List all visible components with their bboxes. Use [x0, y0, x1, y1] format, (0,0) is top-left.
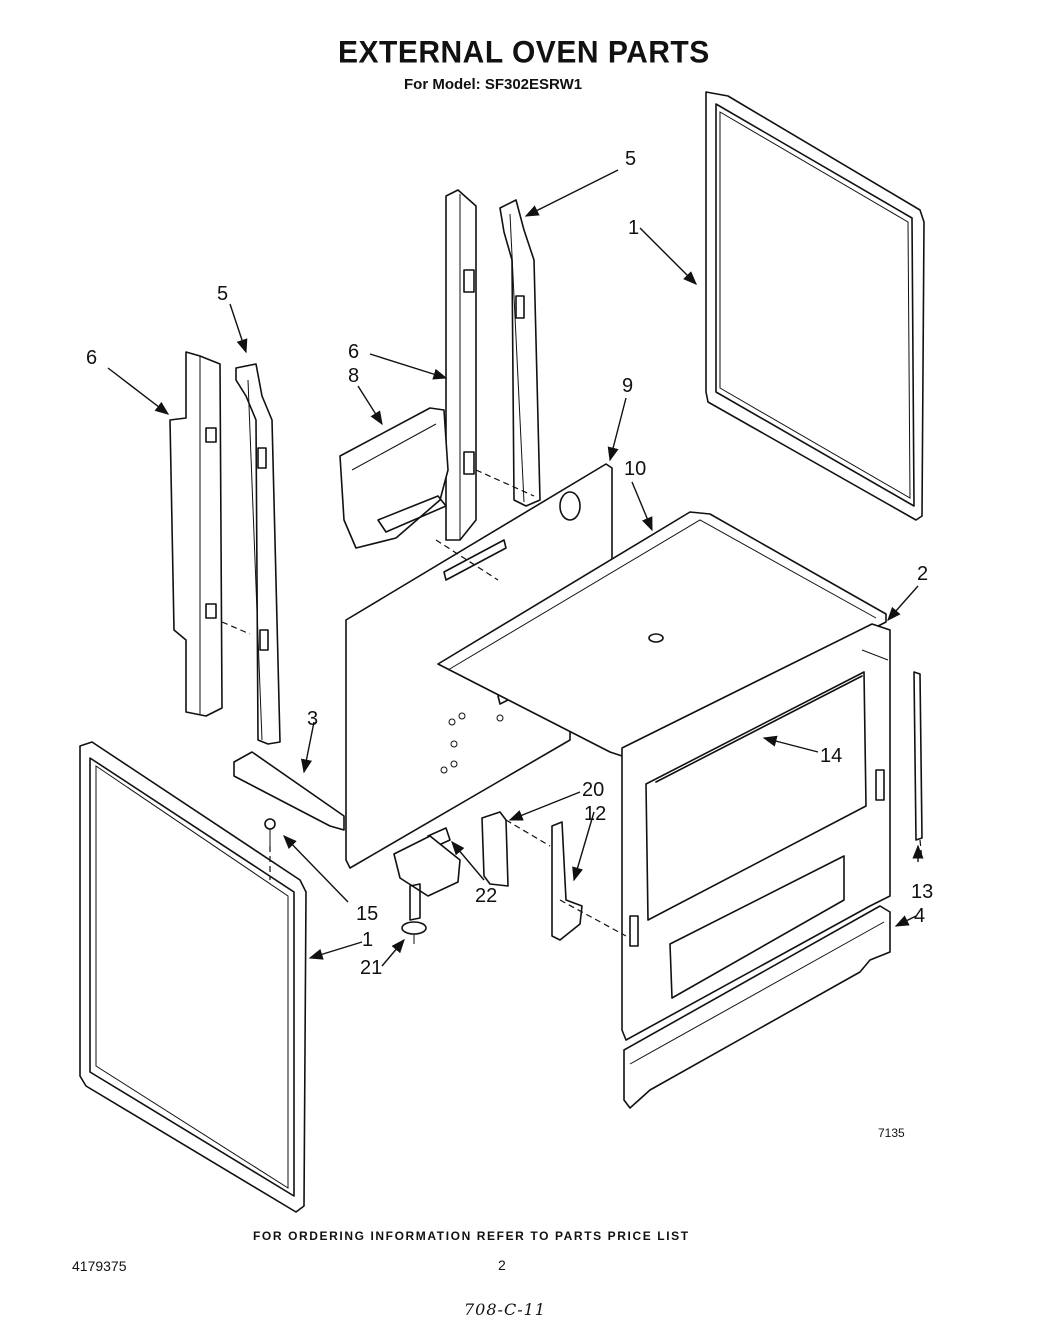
- screw-15: [264, 818, 276, 846]
- callout-12: 12: [584, 803, 606, 825]
- hinge-12: [551, 821, 583, 941]
- callout-1-top: 1: [628, 217, 639, 239]
- rail-left-5: [235, 363, 281, 745]
- burner-duct-8: [339, 407, 449, 549]
- page-title: EXTERNAL OVEN PARTS: [338, 35, 710, 70]
- front-frame-2: [621, 623, 891, 1041]
- callout-6-middle: 6: [348, 341, 359, 363]
- page-number: 2: [498, 1257, 506, 1273]
- callout-5-left: 5: [217, 283, 228, 305]
- leader-arrows: [107, 169, 924, 967]
- ordering-note: FOR ORDERING INFORMATION REFER TO PARTS …: [253, 1229, 690, 1243]
- strip-14: [655, 675, 863, 783]
- callout-4: 4: [914, 905, 925, 927]
- assembly-lines: [221, 469, 923, 937]
- callout-22: 22: [475, 885, 497, 907]
- bracket-20: [481, 811, 509, 887]
- top-panel-10: [437, 511, 887, 757]
- callout-10: 10: [624, 458, 646, 480]
- trim-strip-13: [913, 671, 923, 841]
- callout-14: 14: [820, 745, 842, 767]
- callout-6-left: 6: [86, 347, 97, 369]
- callout-13: 13: [911, 881, 933, 903]
- rail-middle-6: [445, 189, 477, 541]
- callout-9: 9: [622, 375, 633, 397]
- callout-21: 21: [360, 957, 382, 979]
- model-subtitle: For Model: SF302ESRW1: [404, 76, 583, 93]
- callout-1-bottom: 1: [362, 929, 373, 951]
- side-panel-left: [79, 741, 307, 1213]
- callout-8: 8: [348, 365, 359, 387]
- leveling-leg-21: [401, 883, 427, 944]
- callout-2: 2: [917, 563, 928, 585]
- rail-left-6: [169, 351, 223, 717]
- handwritten-note: 708-C-11: [464, 1300, 546, 1319]
- callout-3: 3: [307, 708, 318, 730]
- leg-block: [393, 835, 461, 897]
- kick-plate-4: [623, 905, 891, 1109]
- callout-20: 20: [582, 779, 604, 801]
- bracket-3: [233, 751, 345, 831]
- figure-code: 7135: [878, 1126, 905, 1140]
- callout-15: 15: [356, 903, 378, 925]
- document-number: 4179375: [72, 1258, 127, 1274]
- callout-5-top: 5: [625, 148, 636, 170]
- side-panel-right: [705, 91, 925, 521]
- rail-top-5: [499, 199, 541, 507]
